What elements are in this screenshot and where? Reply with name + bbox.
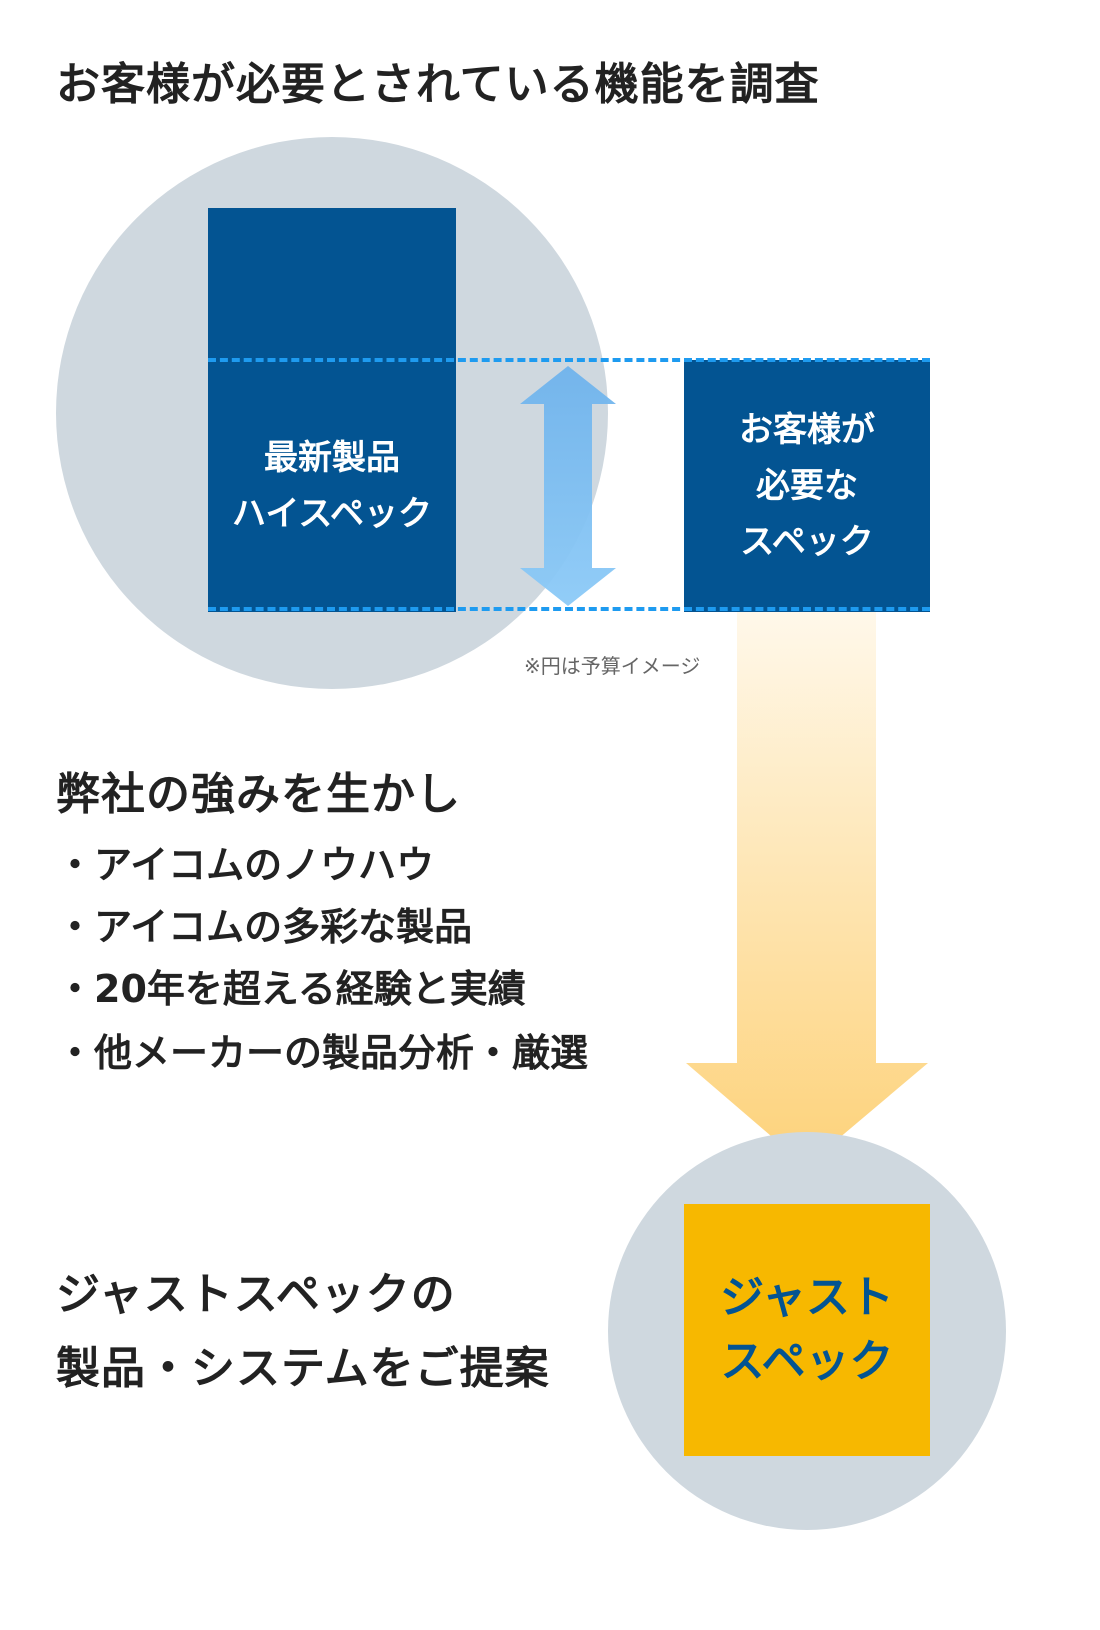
dashed-line-bottom [208,607,930,611]
proposal-title: ジャストスペックの 製品・システムをご提案 [56,1258,550,1406]
customer-spec-line-3: スペック [740,522,874,562]
just-spec-box: ジャスト スペック [684,1204,930,1456]
just-spec-line-1: ジャスト [720,1272,894,1323]
proposal-line-1: ジャストスペックの [56,1269,456,1320]
down-arrow-icon [686,612,928,1166]
customer-spec-line-2: 必要な [756,466,858,506]
dashed-line-top [208,358,930,362]
page-title: お客様が必要とされている機能を調査 [56,59,820,110]
high-spec-line-2: ハイスペック [232,494,432,534]
strength-item: ・他メーカーの製品分析・厳選 [56,1031,589,1075]
strength-item: ・アイコムのノウハウ [56,843,435,887]
just-spec-line-2: スペック [720,1336,894,1387]
strength-item: ・20年を超える経験と実績 [56,967,526,1011]
customer-spec-line-1: お客様が [739,410,875,450]
customer-spec-box: お客様が 必要な スペック [684,360,930,612]
high-spec-box: 最新製品 ハイスペック [208,208,456,612]
high-spec-line-1: 最新製品 [264,438,400,478]
proposal-line-2: 製品・システムをご提案 [56,1343,550,1394]
budget-note: ※円は予算イメージ [524,654,701,678]
double-arrow-icon [520,366,616,606]
strength-item: ・アイコムの多彩な製品 [56,905,473,949]
strengths-title: 弊社の強みを生かし [56,769,461,820]
